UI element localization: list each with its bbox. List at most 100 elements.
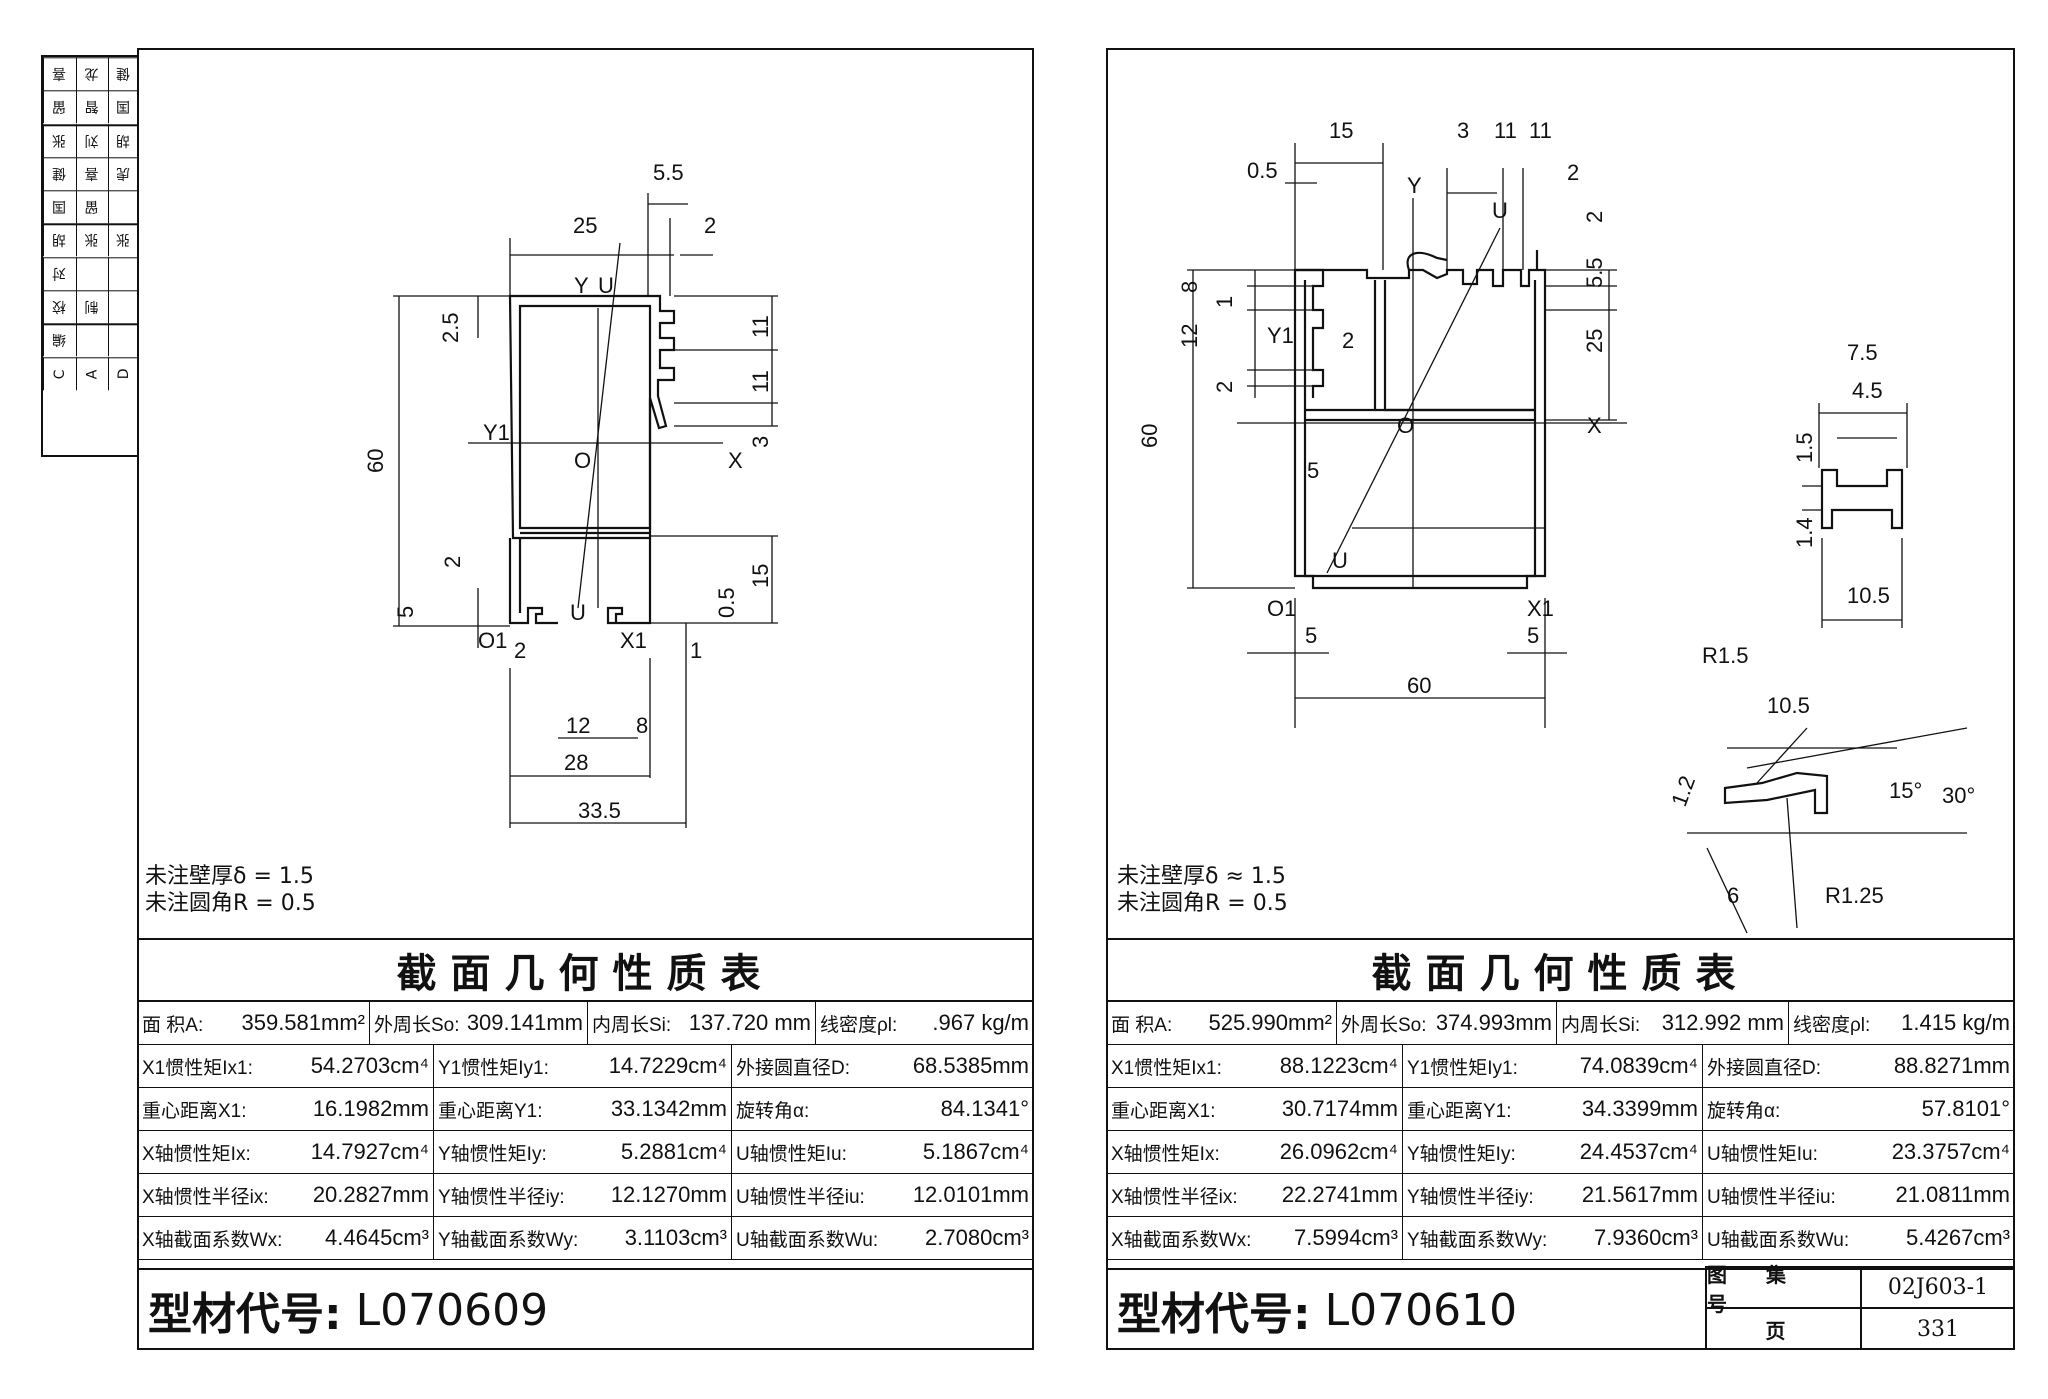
signature-cell: 留	[76, 190, 108, 224]
left-dim-bottom-4: 33.5	[578, 798, 621, 823]
property-cell: Y1惯性矩Iy1:14.7229cm⁴	[434, 1045, 732, 1087]
right-profile-drawing: 15 3 11 11 0.5 2 8 1 12 2 60 2 5 2 5.5 2…	[1137, 118, 1975, 934]
property-label: Y轴惯性半径iy:	[438, 1186, 565, 1208]
atlas-number-label: 图 集 号	[1707, 1263, 1862, 1316]
property-cell: 重心距离Y1: 34.3399mm	[1403, 1088, 1703, 1130]
property-label: 外接圆直径D:	[1707, 1057, 1822, 1079]
right-detail2-4: 30°	[1942, 783, 1975, 808]
left-axis-o1: O1	[478, 628, 507, 653]
property-value: 84.1341°	[940, 1096, 1029, 1121]
right-axis-y1: Y1	[1267, 323, 1294, 348]
property-label: X轴惯性矩Ix:	[142, 1143, 251, 1165]
right-axis-o1: O1	[1267, 596, 1296, 621]
property-cell: 线密度ρl: 1.415 kg/m	[1789, 1002, 2014, 1044]
right-detail1-1: 4.5	[1852, 378, 1883, 403]
left-profile-code: 型材代号: L070609	[138, 1268, 1033, 1350]
right-detail1-0: 7.5	[1847, 340, 1878, 365]
left-note-thickness: 未注壁厚δ = 1.5	[145, 864, 314, 889]
property-cell: X轴截面系数Wx:7.5994cm³	[1107, 1217, 1403, 1259]
atlas-number-value: 02J603-1	[1887, 1275, 1989, 1300]
signature-cell: 健	[43, 156, 76, 191]
property-cell: Y轴惯性半径iy:21.5617mm	[1403, 1174, 1703, 1216]
property-cell: X轴惯性矩Ix:14.7927cm⁴	[138, 1131, 434, 1173]
signature-cell: A	[76, 356, 108, 390]
property-value: 34.3399mm	[1581, 1096, 1698, 1121]
property-value: 3.1103cm³	[624, 1225, 727, 1250]
right-detail1-3: 1.4	[1792, 517, 1817, 548]
right-dim-left-6: 5	[1307, 458, 1319, 483]
signature-cell: 虎	[108, 156, 139, 191]
left-axis-x: X	[728, 448, 743, 473]
property-label: 线密度ρl:	[1793, 1014, 1871, 1036]
property-label: 旋转角α:	[1707, 1100, 1781, 1122]
property-value: 68.5385mm	[912, 1053, 1029, 1078]
property-label: Y轴惯性矩Iy:	[1407, 1143, 1516, 1165]
right-code-label: 型材代号:	[1117, 1289, 1311, 1340]
left-code-value: L070609	[355, 1284, 549, 1336]
property-cell: 外周长So:309.141mm	[370, 1002, 588, 1044]
right-dim-bottom-0: 5	[1305, 623, 1317, 648]
property-value: 1.415 kg/m	[1901, 1010, 2010, 1035]
property-cell: Y轴惯性矩Iy:5.2881cm⁴	[434, 1131, 732, 1173]
property-label: Y1惯性矩Iy1:	[1407, 1057, 1518, 1079]
property-cell: 内周长Si:137.720 mm	[588, 1002, 816, 1044]
property-label: 面 积A:	[142, 1014, 204, 1036]
property-value: 26.0962cm⁴	[1279, 1139, 1398, 1164]
property-label: 线密度ρl:	[820, 1014, 898, 1036]
property-cell: 重心距离X1:30.7174mm	[1107, 1088, 1403, 1130]
left-axis-o: O	[574, 448, 591, 473]
property-label: 外周长So:	[374, 1014, 460, 1036]
property-cell: 面 积A:359.581mm²	[138, 1002, 370, 1044]
property-value: 88.8271mm	[1893, 1053, 2010, 1078]
property-value: 20.2827mm	[312, 1182, 429, 1207]
property-value: 16.1982mm	[312, 1096, 429, 1121]
property-cell: X轴惯性半径ix:20.2827mm	[138, 1174, 434, 1216]
right-note-thickness: 未注壁厚δ ≈ 1.5	[1117, 864, 1286, 889]
property-value: 21.0811mm	[1895, 1182, 2010, 1207]
property-label: 重心距离X1:	[1111, 1100, 1216, 1122]
right-dim-top-2: 11	[1494, 118, 1517, 143]
left-note-radius: 未注圆角R = 0.5	[145, 891, 316, 916]
property-label: X轴截面系数Wx:	[1111, 1229, 1252, 1251]
property-value: 5.2881cm⁴	[620, 1139, 727, 1164]
right-axis-o: O	[1397, 413, 1414, 438]
property-cell: 旋转角α:84.1341°	[732, 1088, 1033, 1130]
left-profile-drawing: 5.5 25 2 2.5 60 2 5 11 11 3 15 0.5 2 12 …	[363, 160, 778, 828]
left-axis-y: Y	[574, 273, 589, 298]
atlas-info-box: 图 集 号 02J603-1 页 331	[1705, 1263, 2014, 1350]
right-detail1-2: 1.5	[1792, 432, 1817, 463]
property-cell: U轴惯性半径iu:12.0101mm	[732, 1174, 1033, 1216]
left-dim-right-4: 0.5	[714, 587, 739, 618]
property-label: X轴惯性矩Ix:	[1111, 1143, 1220, 1165]
right-dim-top-5: 2	[1567, 160, 1579, 185]
property-value: 312.992 mm	[1661, 1010, 1784, 1035]
property-cell: U轴惯性矩Iu:23.3757cm⁴	[1703, 1131, 2014, 1173]
signature-cell: 喜	[43, 57, 76, 91]
property-cell: 面 积A:525.990mm²	[1107, 1002, 1337, 1044]
signature-cell: 张	[43, 123, 76, 157]
left-notes: 未注壁厚δ = 1.5 未注圆角R = 0.5	[145, 863, 316, 917]
property-label: 内周长Si:	[1561, 1014, 1641, 1036]
right-axis-y: Y	[1407, 173, 1422, 198]
right-dim-left-2: 12	[1177, 324, 1202, 348]
property-value: 374.993mm	[1435, 1010, 1552, 1035]
right-detail2-6: R1.25	[1825, 883, 1884, 908]
signature-cell: 龙	[76, 57, 108, 91]
right-detail2-5: 6	[1727, 883, 1739, 908]
property-cell: Y轴惯性矩Iy:24.4537cm⁴	[1403, 1131, 1703, 1173]
left-dim-left-0: 2.5	[438, 312, 463, 343]
right-dim-right-0: 2	[1582, 211, 1607, 223]
property-cell: U轴惯性半径iu:21.0811mm	[1703, 1174, 2014, 1216]
property-label: Y轴截面系数Wy:	[1407, 1229, 1548, 1251]
property-label: Y轴惯性半径iy:	[1407, 1186, 1534, 1208]
atlas-row-page: 页 331	[1707, 1309, 2014, 1350]
property-value: 5.4267cm³	[1906, 1225, 2010, 1250]
property-label: 内周长Si:	[592, 1014, 672, 1036]
property-label: 重心距离Y1:	[1407, 1100, 1512, 1122]
